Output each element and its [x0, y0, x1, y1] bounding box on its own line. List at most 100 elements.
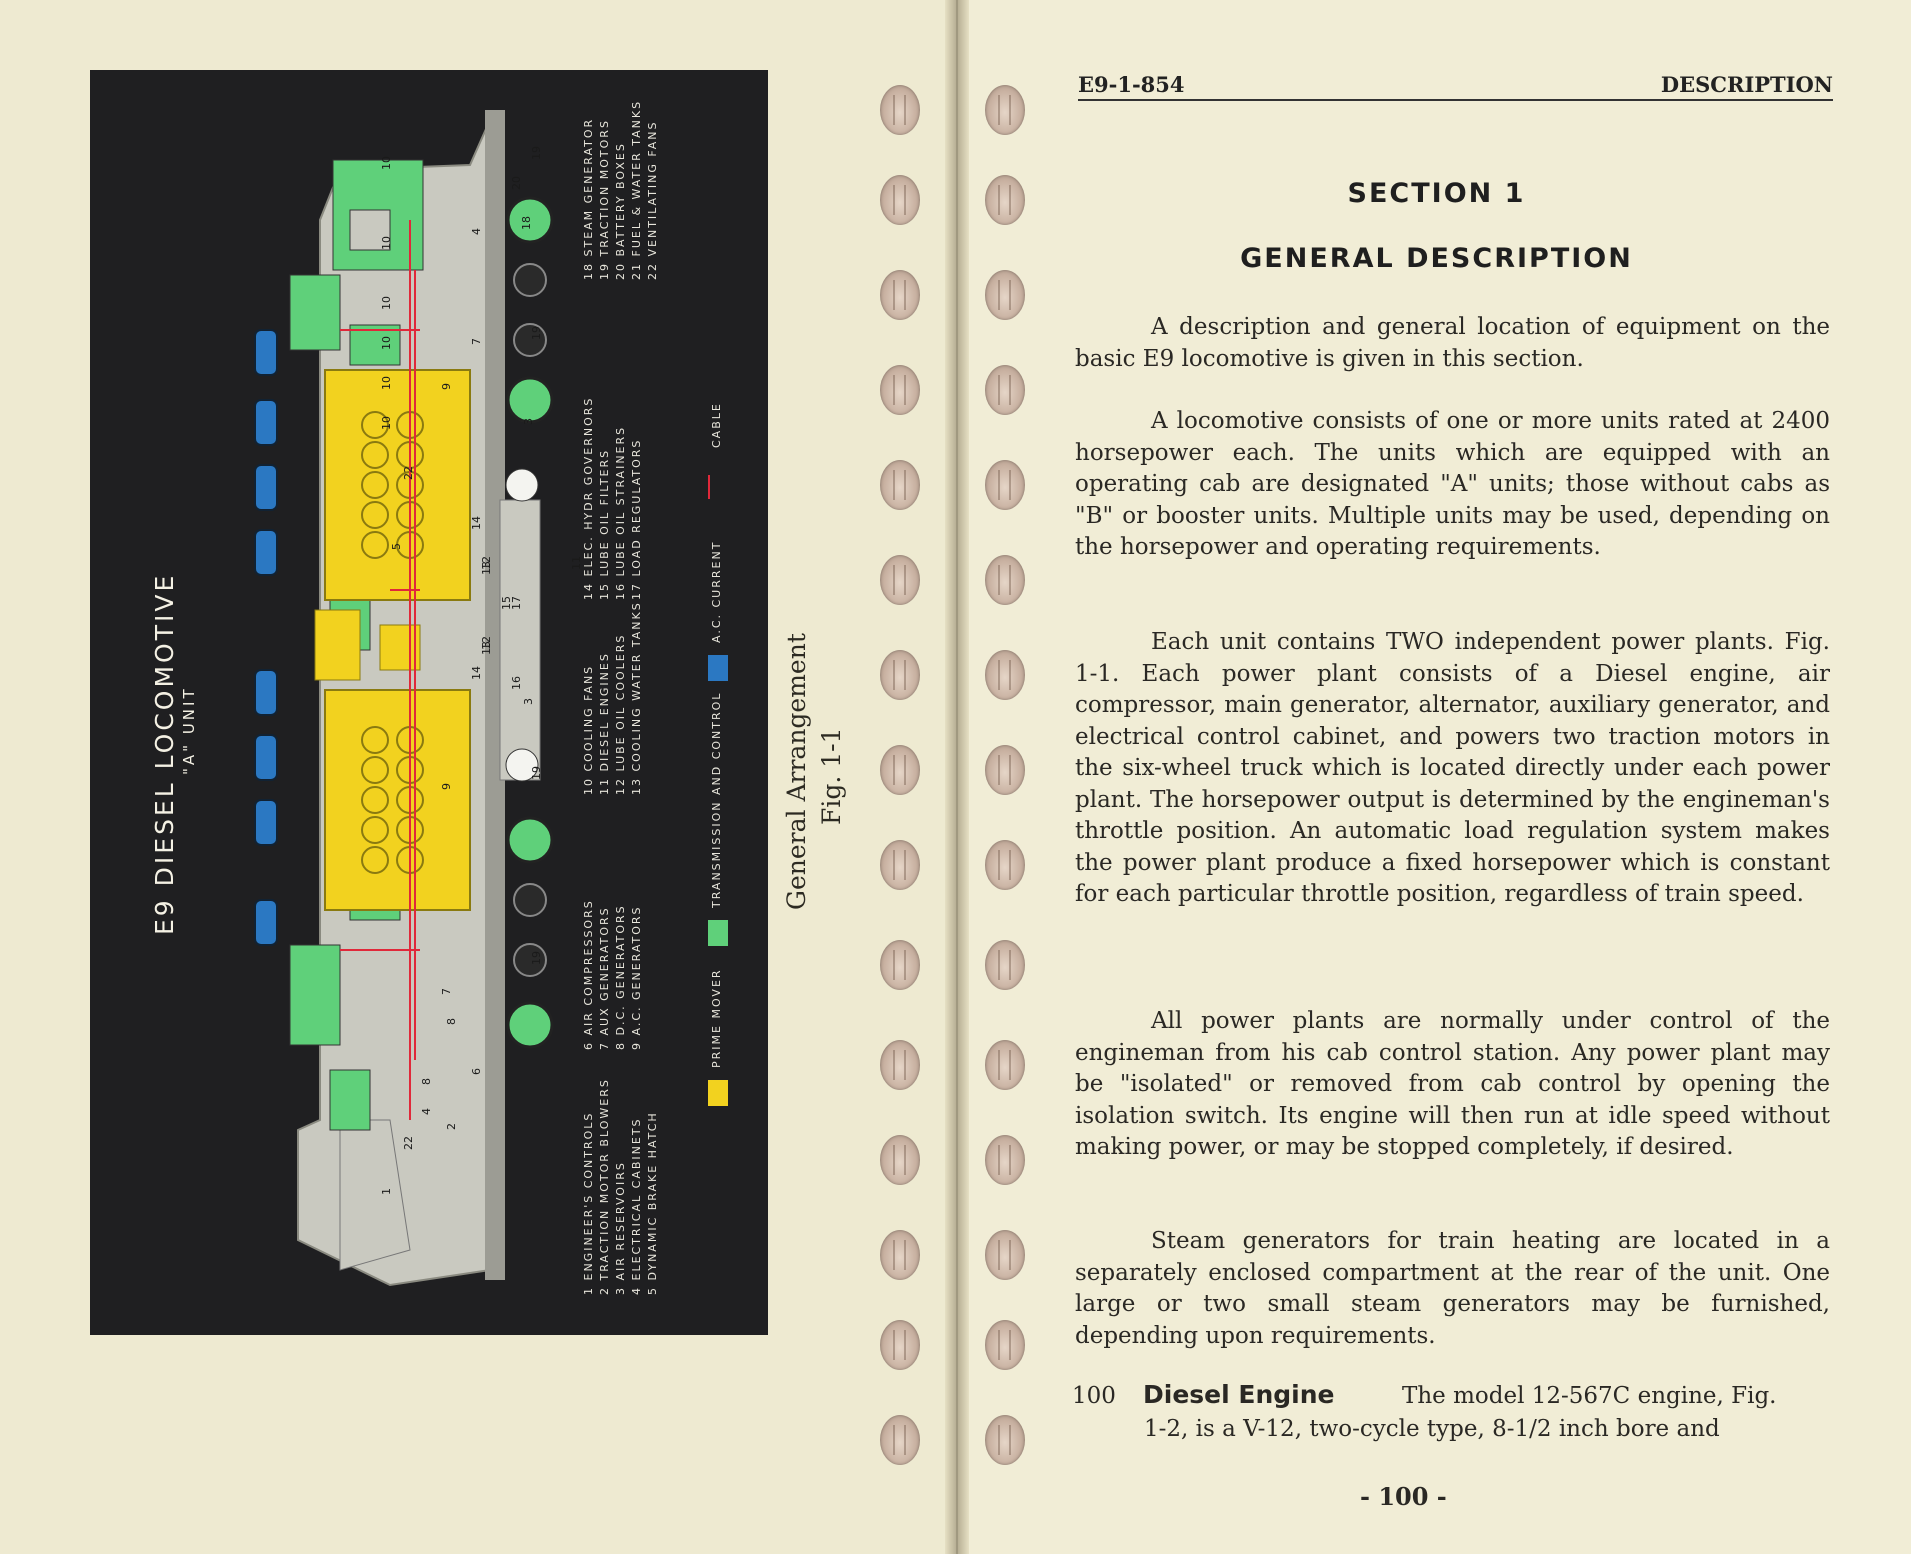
fuel-water-tank — [499, 499, 541, 781]
callout-number: 19 — [530, 146, 543, 160]
binding-hole — [985, 270, 1025, 320]
diagram-subtitle: "A" UNIT — [180, 686, 198, 775]
binding-hole — [880, 745, 920, 795]
subsection-number: 100 — [1072, 1383, 1116, 1409]
callout-number: 13 — [480, 641, 493, 655]
binding-hole — [880, 1230, 920, 1280]
paragraph-4: All power plants are normally under cont… — [1075, 1008, 1830, 1160]
color-key-label: A.C. CURRENT — [710, 540, 723, 643]
legend-entry: 15 LUBE OIL FILTERS — [598, 448, 611, 600]
binding-hole — [880, 270, 920, 320]
color-key-swatch — [708, 475, 710, 499]
subsection-text-line2: 1-2, is a V-12, two-cycle type, 8-1/2 in… — [1144, 1416, 1720, 1442]
callout-number: 22 — [402, 1136, 415, 1150]
color-key-swatch — [708, 1080, 728, 1106]
legend-entry: 10 COOLING FANS — [582, 664, 595, 795]
legend-entry: 11 DIESEL ENGINES — [598, 652, 611, 795]
legend-entry: 2 TRACTION MOTOR BLOWERS — [598, 1078, 611, 1295]
callout-number: 2 — [445, 1123, 458, 1130]
book-gutter — [945, 0, 969, 1554]
color-key-label: CABLE — [710, 402, 723, 448]
binding-hole — [985, 940, 1025, 990]
binding-hole — [880, 365, 920, 415]
legend-entry: 16 LUBE OIL STRAINERS — [614, 425, 627, 600]
callout-number: 10 — [380, 236, 393, 250]
binding-hole — [985, 1230, 1025, 1280]
legend-entry: 22 VENTILATING FANS — [646, 120, 659, 280]
legend-entry: 17 LOAD REGULATORS — [630, 438, 643, 600]
callout-number: 9 — [440, 783, 453, 790]
cooling-fans — [254, 329, 278, 946]
legend-entry: 9 A.C. GENERATORS — [630, 905, 643, 1050]
callout-number: 10 — [380, 296, 393, 310]
legend-entry: 18 STEAM GENERATOR — [582, 117, 595, 280]
binding-hole — [985, 1320, 1025, 1370]
callout-number: 14 — [470, 516, 483, 530]
binding-hole — [985, 650, 1025, 700]
binding-hole — [985, 175, 1025, 225]
callout-number: 22 — [402, 466, 415, 480]
figure-caption: General Arrangement — [782, 633, 811, 910]
legend-entry: 13 COOLING WATER TANKS — [630, 601, 643, 795]
callout-number: 17 — [510, 596, 523, 610]
callout-number: 8 — [420, 1078, 433, 1085]
binding-hole — [880, 1135, 920, 1185]
figure-number: Fig. 1-1 — [817, 727, 846, 826]
rear-truck — [506, 196, 554, 424]
binding-hole — [880, 175, 920, 225]
binding-hole — [985, 840, 1025, 890]
binding-hole — [985, 555, 1025, 605]
locomotive-cutaway-illustration — [254, 110, 554, 1287]
callout-number: 16 — [510, 676, 523, 690]
binding-hole — [880, 555, 920, 605]
legend-entry: 4 ELECTRICAL CABINETS — [630, 1117, 643, 1295]
binding-hole — [880, 1415, 920, 1465]
legend-entry: 1 ENGINEER'S CONTROLS — [582, 1111, 595, 1295]
subsection-text-line1: The model 12-567C engine, Fig. — [1402, 1383, 1777, 1409]
callout-number: 5 — [390, 543, 403, 550]
paragraph-2: A locomotive consists of one or more uni… — [1075, 408, 1830, 560]
callout-number: 9 — [440, 383, 453, 390]
binding-hole — [985, 1415, 1025, 1465]
binding-hole — [880, 940, 920, 990]
callout-number: 13 — [480, 561, 493, 575]
callout-number: 19 — [530, 326, 543, 340]
callout-number: 7 — [470, 338, 483, 345]
color-key-label: TRANSMISSION AND CONTROL — [710, 691, 723, 908]
callout-number: 6 — [470, 1068, 483, 1075]
page-number: - 100 - — [1360, 1482, 1447, 1511]
callout-number: 1 — [380, 1188, 393, 1195]
legend-entry: 20 BATTERY BOXES — [614, 142, 627, 280]
binding-hole — [985, 85, 1025, 135]
color-key-swatch — [708, 655, 728, 681]
binding-hole — [880, 1320, 920, 1370]
callout-number: 19 — [530, 766, 543, 780]
callout-number: 8 — [445, 1018, 458, 1025]
callout-number: 20 — [510, 176, 523, 190]
legend-entry: 5 DYNAMIC BRAKE HATCH — [646, 1111, 659, 1295]
callout-number: 10 — [380, 156, 393, 170]
binding-hole — [880, 1040, 920, 1090]
binding-hole — [985, 1135, 1025, 1185]
section-number-heading: SECTION 1 — [1347, 178, 1526, 209]
callout-number: 10 — [380, 336, 393, 350]
binding-hole — [985, 365, 1025, 415]
callout-number: 14 — [470, 666, 483, 680]
legend-entry: 6 AIR COMPRESSORS — [582, 899, 595, 1050]
paragraph-1: A description and general location of eq… — [1075, 314, 1830, 372]
binding-hole — [985, 745, 1025, 795]
paragraph-3: Each unit contains TWO independent power… — [1075, 629, 1830, 907]
front-truck — [506, 816, 554, 1049]
right-page — [962, 0, 1911, 1554]
callout-number: 7 — [440, 988, 453, 995]
legend-entry: 8 D.C. GENERATORS — [614, 904, 627, 1050]
header-right: DESCRIPTION — [1660, 72, 1833, 97]
diagram-title: E9 DIESEL LOCOMOTIVE — [150, 572, 179, 935]
header-rule — [1078, 99, 1833, 101]
callout-number: 3 — [522, 698, 535, 705]
electrical-cabinet-rear — [289, 274, 341, 351]
color-key-swatch — [708, 920, 728, 946]
subsection-title: Diesel Engine — [1143, 1380, 1335, 1409]
callout-number: 4 — [420, 1108, 433, 1115]
